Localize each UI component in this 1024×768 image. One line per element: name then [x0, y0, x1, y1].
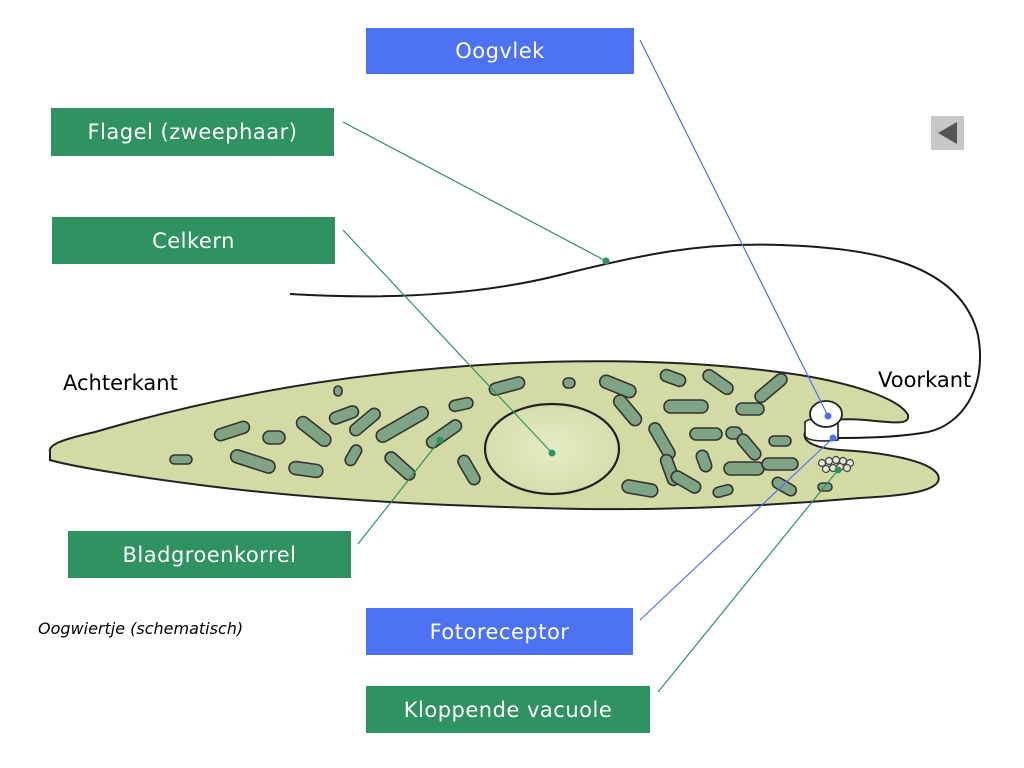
achterkant-label: Achterkant [63, 371, 178, 395]
triangle-left-icon [938, 122, 957, 144]
label-celkern[interactable]: Celkern [52, 217, 335, 264]
back-button[interactable] [931, 116, 964, 150]
label-kloppende-vacuole[interactable]: Kloppende vacuole [366, 686, 650, 733]
label-bladgroenkorrel[interactable]: Bladgroenkorrel [68, 531, 351, 578]
contractile-vacuole [817, 455, 855, 474]
chloroplasts [169, 368, 833, 499]
label-oogvlek[interactable]: Oogvlek [366, 28, 634, 74]
label-fotoreceptor[interactable]: Fotoreceptor [366, 608, 633, 655]
nucleus [483, 402, 621, 496]
flagellum [289, 243, 981, 439]
pointer-dots [436, 257, 842, 474]
leader-lines [342, 39, 839, 693]
label-flagel[interactable]: Flagel (zweephaar) [51, 108, 334, 156]
diagram-caption: Oogwiertje (schematisch) [38, 619, 244, 638]
voorkant-label: Voorkant [878, 368, 972, 392]
